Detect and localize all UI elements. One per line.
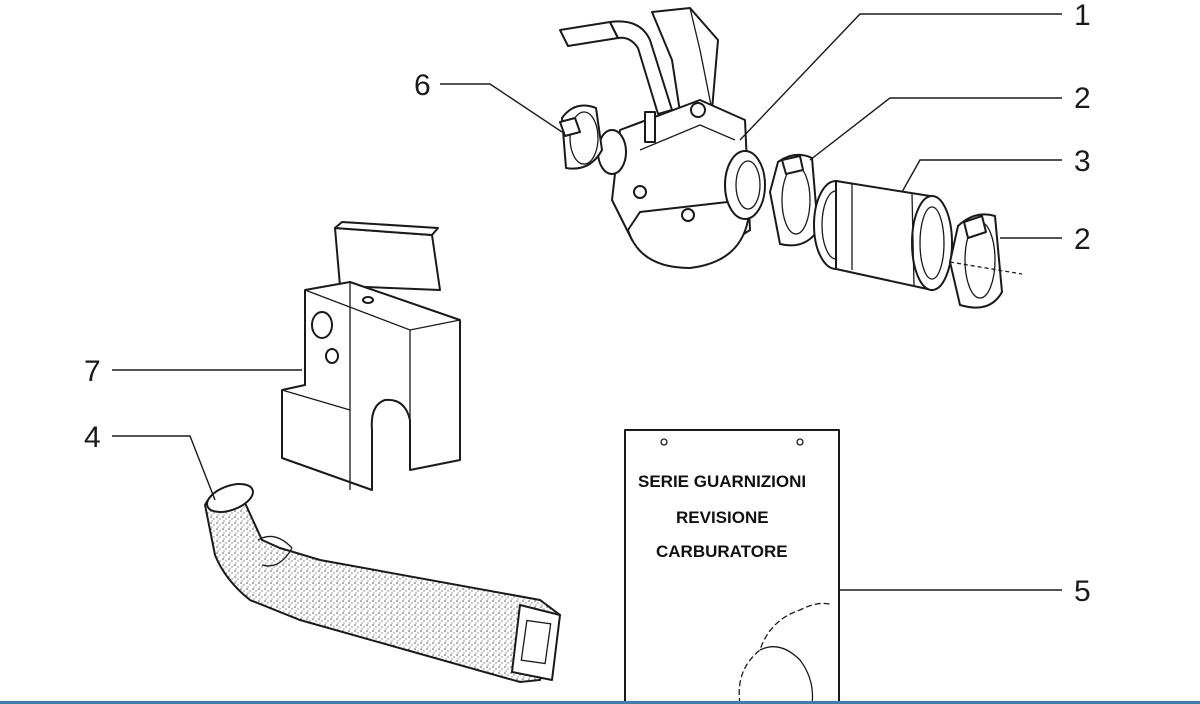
bottom-bar	[0, 701, 1200, 704]
callout-2a: 2	[1074, 82, 1091, 115]
kit-line-3: CARBURATORE	[656, 542, 788, 561]
callout-4: 4	[84, 421, 101, 454]
clamp-part-2b	[949, 213, 1023, 309]
clamp-part-6	[559, 104, 603, 170]
callout-3: 3	[1074, 145, 1091, 178]
kit-line-1: SERIE GUARNIZIONI	[638, 472, 806, 491]
carburetor-part	[559, 7, 766, 269]
callout-2b: 2	[1074, 223, 1091, 256]
callout-5: 5	[1074, 575, 1091, 608]
callout-7: 7	[84, 355, 101, 388]
intake-sleeve-part-3	[813, 180, 953, 291]
callout-numbers: 1 2 3 2 6 7 4 5	[84, 0, 1091, 608]
leader-lines	[112, 13, 1062, 591]
kit-line-2: REVISIONE	[676, 508, 769, 527]
heat-shield-part-7	[281, 221, 461, 491]
callout-1: 1	[1074, 0, 1091, 32]
clamp-part-2a	[769, 153, 819, 247]
intake-manifold-part-4	[203, 483, 562, 684]
gasket-kit-part-5: SERIE GUARNIZIONI REVISIONE CARBURATORE	[624, 429, 840, 704]
callout-6: 6	[414, 69, 431, 102]
